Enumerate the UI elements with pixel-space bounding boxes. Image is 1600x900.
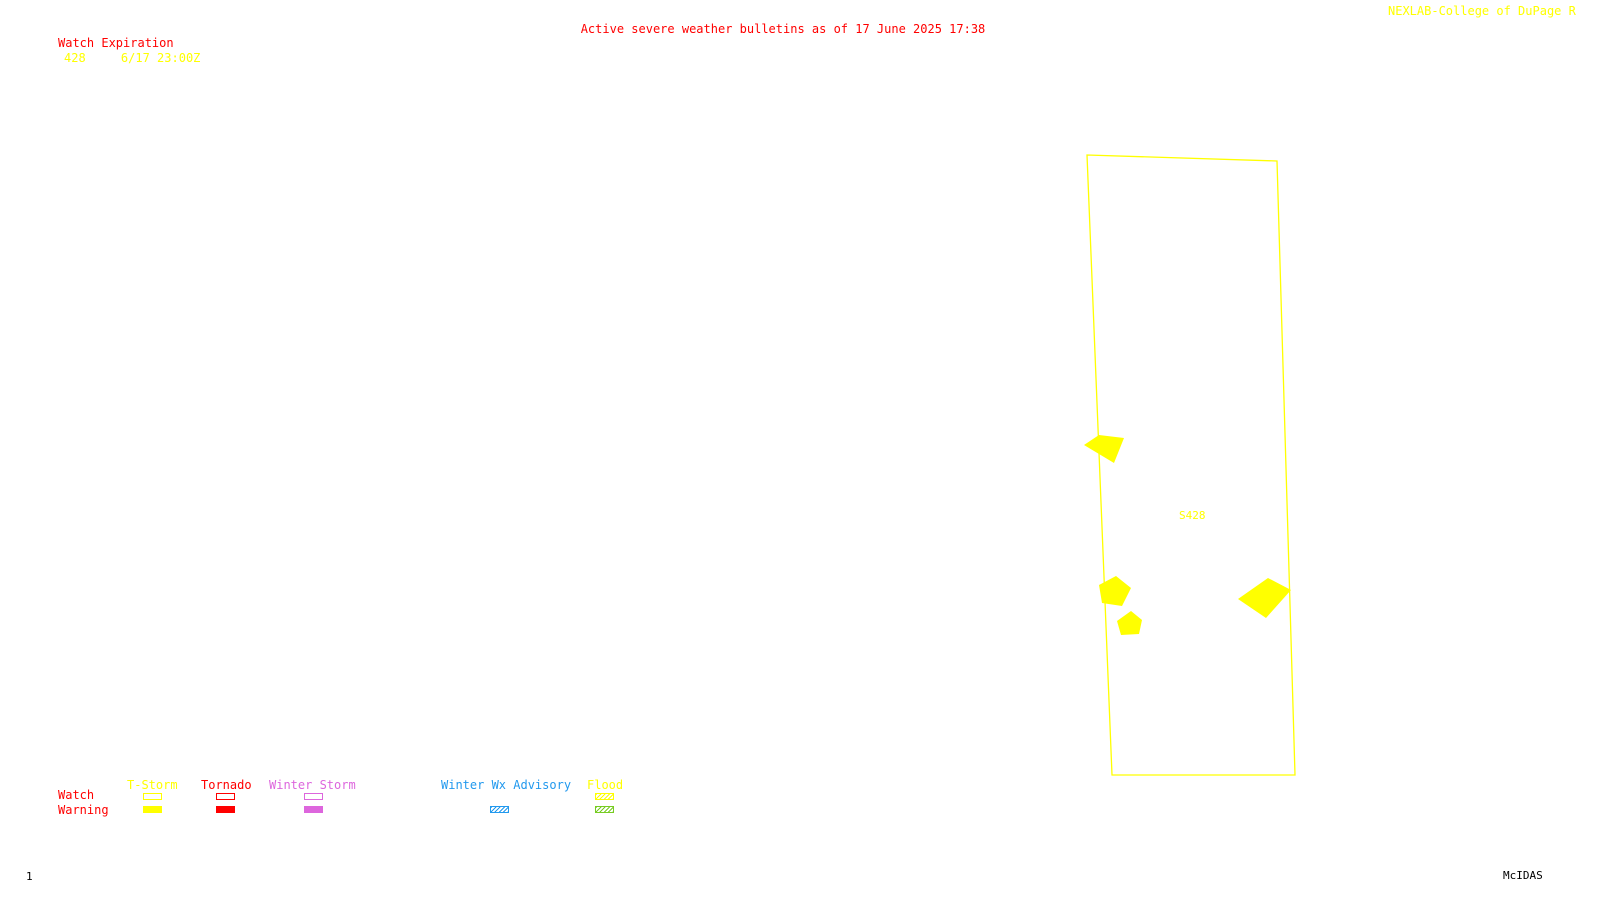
legend-flood-warning-swatch <box>595 806 614 813</box>
watch-expiration-heading: Watch Expiration <box>58 36 174 50</box>
legend-warning-row-label: Warning <box>58 803 109 817</box>
legend-watch-row-label: Watch <box>58 788 95 802</box>
watch-number: 428 <box>64 51 86 65</box>
watch-expiration-row: 428 6/17 23:00Z <box>64 52 200 64</box>
warning-polygon[interactable] <box>1238 578 1291 618</box>
legend-tornado-watch-swatch <box>216 793 235 800</box>
legend-winter-wx-advisory-label: Winter Wx Advisory <box>441 778 572 792</box>
legend-winter-wx-advisory-warning-swatch <box>490 806 509 813</box>
warning-polygon[interactable] <box>1084 435 1124 463</box>
legend-winter-storm-warning-swatch <box>304 806 323 813</box>
legend-tornado-label: Tornado <box>201 778 252 792</box>
software-label: McIDAS <box>1503 869 1543 882</box>
frame-number: 1 <box>26 870 33 883</box>
credit-label: NEXLAB-College of DuPage R <box>1388 4 1576 18</box>
legend-flood-watch-swatch <box>595 793 614 800</box>
watch-polygon[interactable] <box>1086 154 1296 776</box>
legend-tstorm-warning-swatch <box>143 806 162 813</box>
legend-tstorm-watch-swatch <box>143 793 162 800</box>
legend-flood-label: Flood <box>587 778 624 792</box>
page-title: Active severe weather bulletins as of 17… <box>580 22 986 36</box>
legend-tornado-warning-swatch <box>216 806 235 813</box>
warning-polygon[interactable] <box>1117 611 1142 635</box>
watch-expires: 6/17 23:00Z <box>120 51 201 65</box>
warning-polygon[interactable] <box>1099 576 1131 606</box>
legend-winter-storm-label: Winter Storm <box>269 778 356 792</box>
legend-tstorm-label: T-Storm <box>127 778 178 792</box>
legend-winter-storm-watch-swatch <box>304 793 323 800</box>
watch-label: S428 <box>1179 509 1206 522</box>
